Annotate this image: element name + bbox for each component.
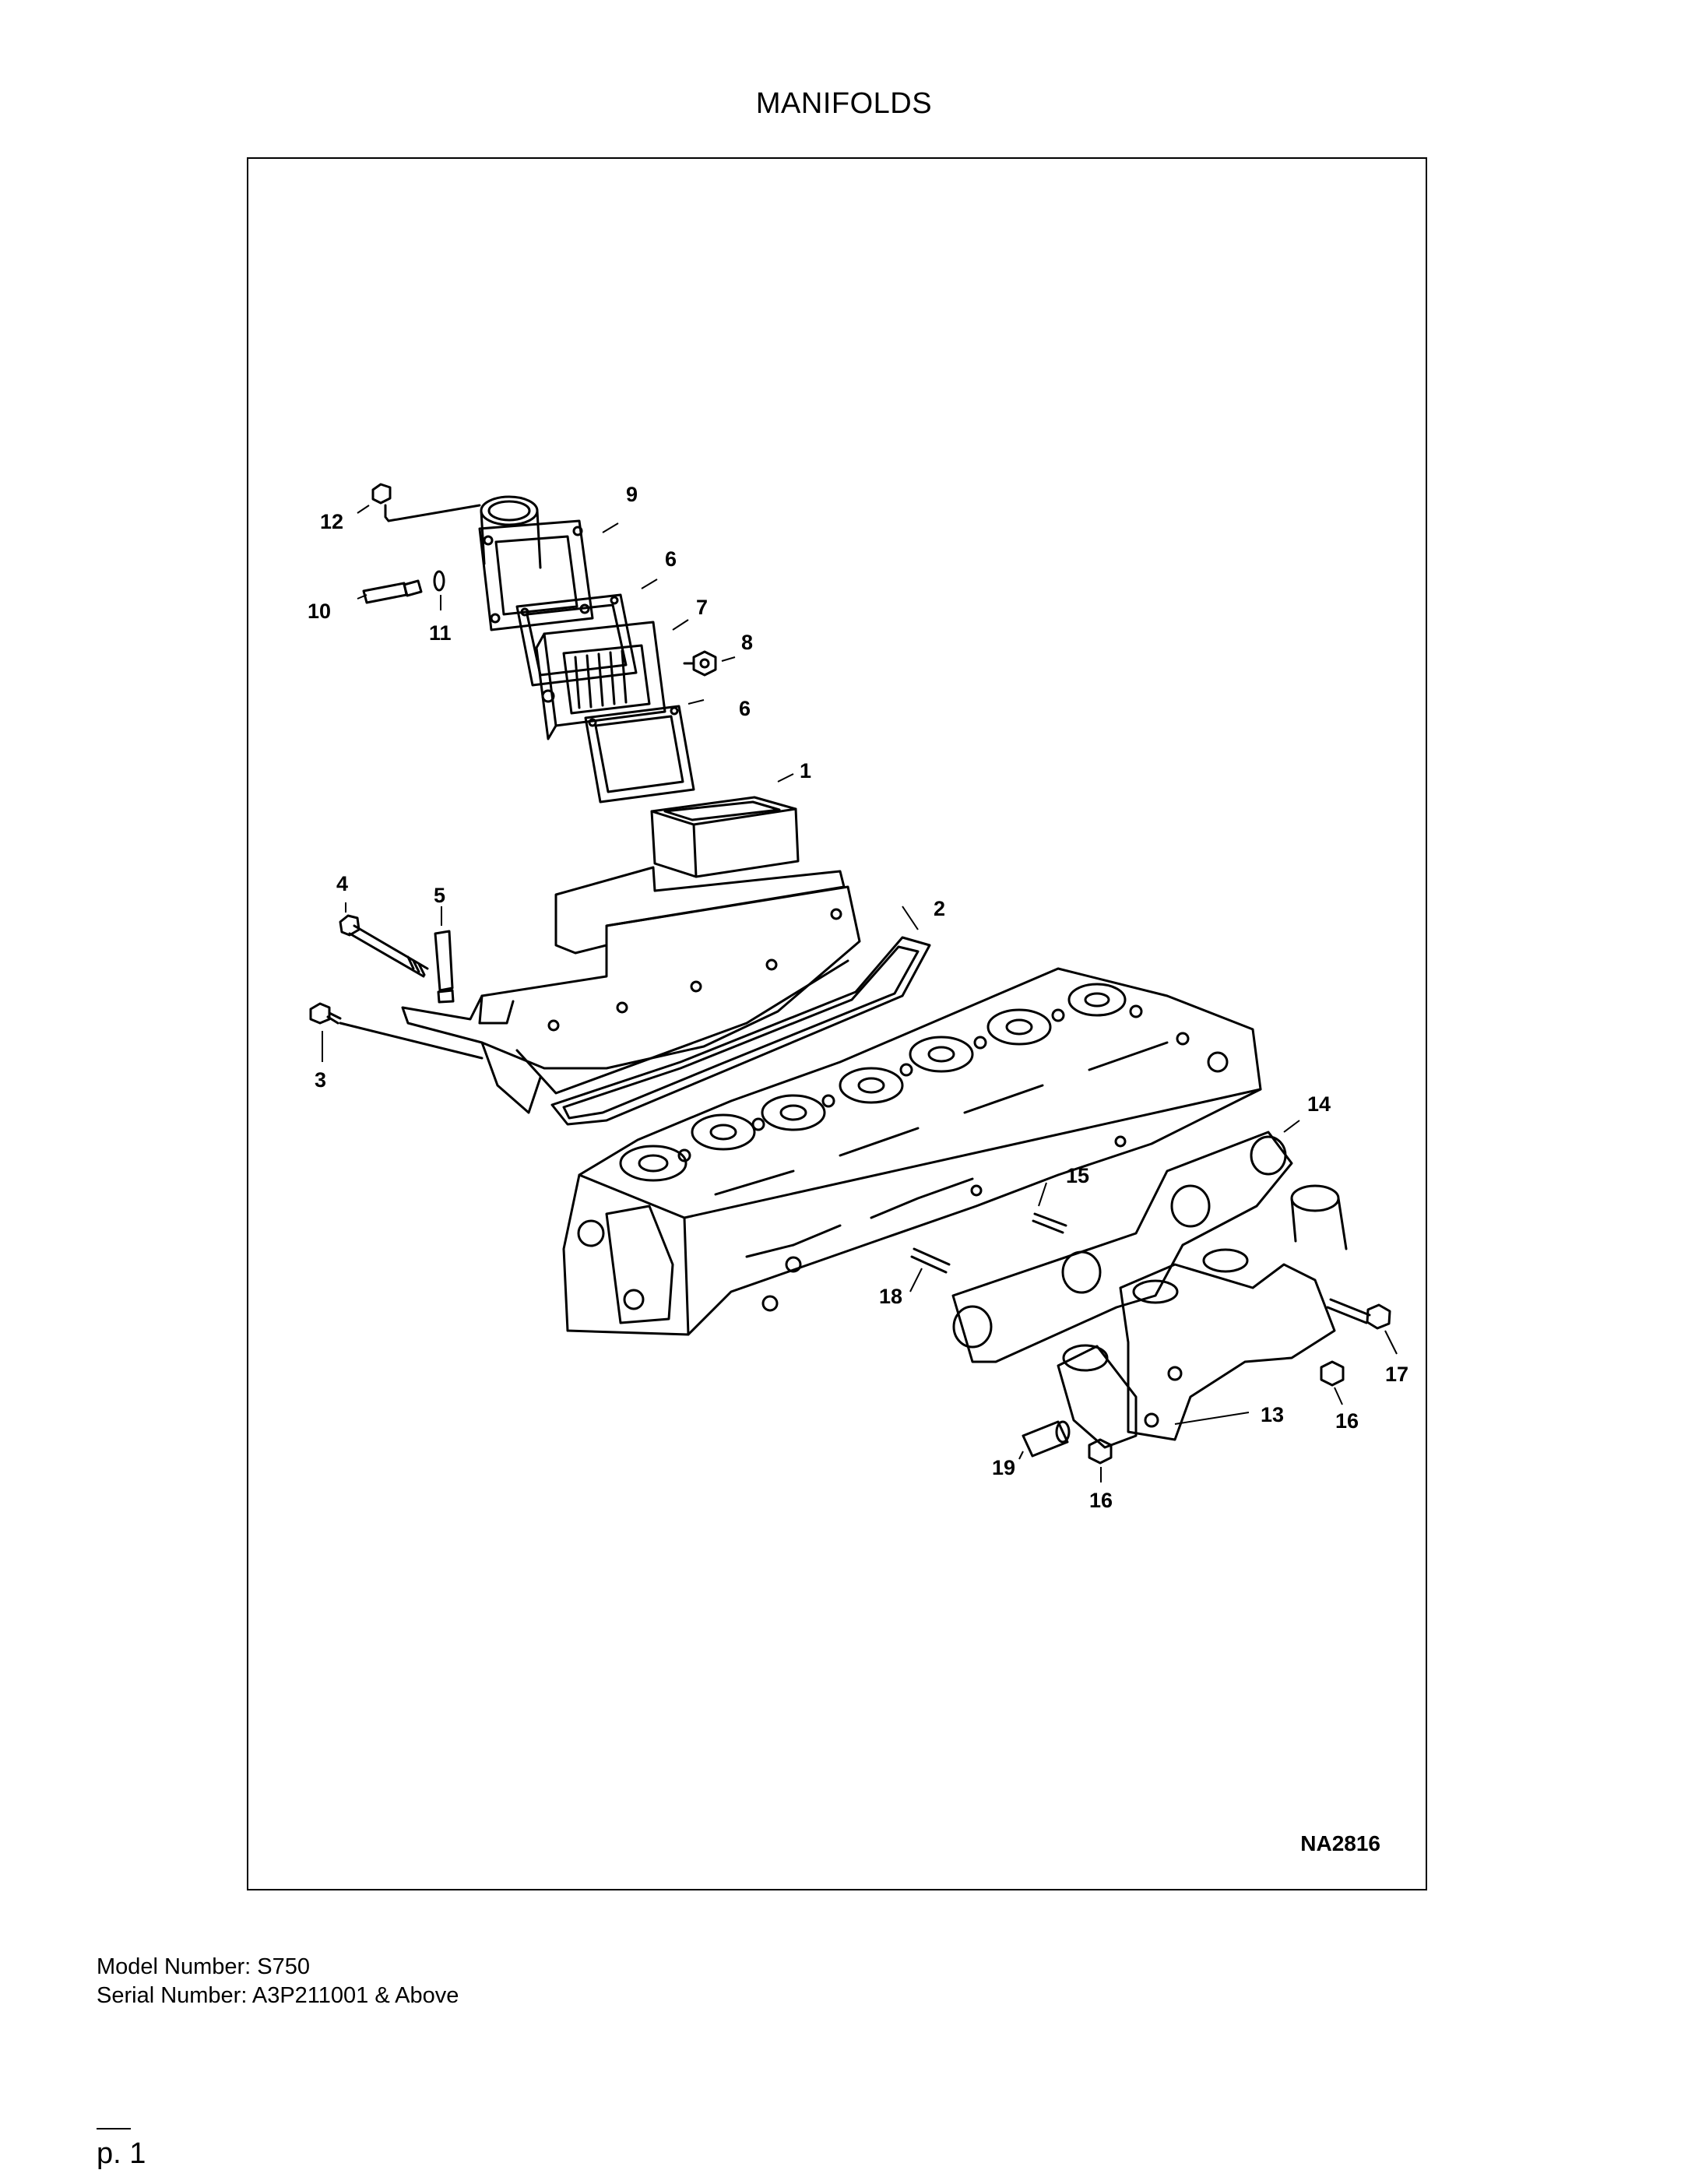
part-4-bolt: [339, 914, 429, 978]
part-9-elbow-housing: [478, 495, 594, 631]
part-16-nut-lower: [1088, 1438, 1113, 1465]
page-title: MANIFOLDS: [755, 87, 933, 120]
part-15-stud: [1032, 1212, 1067, 1234]
callout-9: 9: [626, 483, 638, 506]
part-18-stud: [910, 1247, 951, 1274]
callout-2: 2: [934, 897, 945, 920]
callout-11: 11: [429, 621, 452, 645]
part-6-gasket-upper: [515, 593, 638, 687]
serial-number: Serial Number: A3P211001 & Above: [97, 1983, 459, 2008]
callout-16-lower: 16: [1089, 1489, 1113, 1512]
callout-3: 3: [315, 1068, 326, 1092]
callout-5: 5: [434, 884, 445, 907]
part-2-intake-gasket: [550, 936, 931, 1126]
part-1-spacer: [650, 796, 800, 878]
part-13-exhaust-manifold: [1057, 1184, 1348, 1449]
parts-diagram: 12 9 10 11 6 7 8 6 1 4 5 2 3 14 15 18 17…: [247, 157, 1427, 1890]
part-7-heater-grid: [535, 621, 666, 740]
part-14-exhaust-gasket: [951, 1131, 1293, 1363]
callout-18: 18: [879, 1285, 902, 1308]
callout-10: 10: [308, 600, 331, 623]
callout-17: 17: [1385, 1363, 1408, 1386]
callout-15: 15: [1066, 1164, 1089, 1187]
callout-8: 8: [741, 631, 753, 654]
part-10-sensor: [362, 579, 423, 604]
callout-7: 7: [696, 596, 708, 619]
part-16-nut-right: [1320, 1360, 1345, 1387]
part-12-fitting: [371, 483, 481, 522]
part-6-gasket-lower: [584, 705, 695, 804]
page-number: p. 1: [97, 2137, 146, 2170]
part-11-o-ring: [433, 570, 445, 592]
callout-6-lower: 6: [739, 697, 751, 720]
page-rule: [97, 2128, 131, 2129]
callout-4: 4: [336, 872, 348, 895]
exploded-view-drawing: 12 9 10 11 6 7 8 6 1 4 5 2 3 14 15 18 17…: [308, 483, 1408, 1512]
callout-16-right: 16: [1335, 1409, 1359, 1433]
callout-6-upper: 6: [665, 547, 677, 571]
part-19-sleeve: [1022, 1420, 1071, 1458]
part-3-bolt: [309, 1002, 484, 1060]
model-number: Model Number: S750: [97, 1954, 311, 1979]
part-8-nut: [683, 650, 717, 677]
part-5-bracket: [434, 930, 455, 1004]
callout-19: 19: [992, 1456, 1015, 1479]
cylinder-head: [562, 967, 1262, 1336]
callout-13: 13: [1261, 1403, 1284, 1426]
callout-1: 1: [800, 759, 811, 783]
model-info: Model Number: S750 Serial Number: A3P211…: [97, 1953, 459, 2010]
callout-12: 12: [320, 510, 343, 533]
figure-id: NA2816: [1300, 1831, 1380, 1855]
intake-manifold: [401, 866, 861, 1114]
part-17-bolt: [1326, 1298, 1391, 1330]
callout-14: 14: [1307, 1092, 1331, 1116]
